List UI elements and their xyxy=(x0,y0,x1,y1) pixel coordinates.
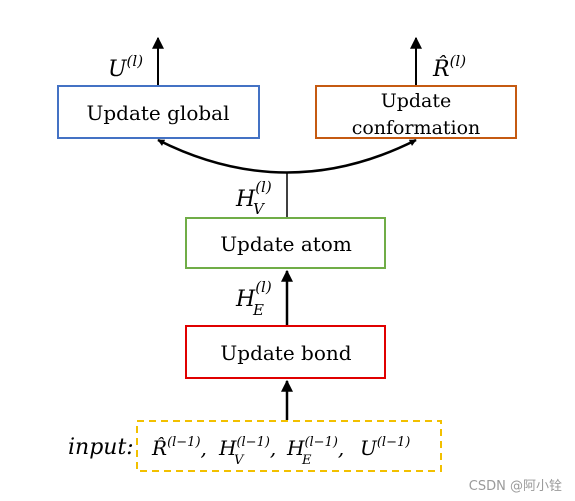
input-term-hv: H(l−1), xyxy=(218,435,276,460)
label-conformation-output: R̂(l) xyxy=(432,52,466,82)
label-global-output: U(l) xyxy=(108,52,143,82)
input-term-hv-sub: V xyxy=(234,453,245,468)
box-input xyxy=(136,420,442,472)
input-term-he: H(l−1), xyxy=(286,435,344,460)
box-update-atom-label: Update atom xyxy=(220,232,352,256)
label-he: H(l) xyxy=(235,278,272,312)
box-update-conformation-label-2: conformation xyxy=(352,117,481,139)
label-hv: H(l) xyxy=(235,178,272,212)
box-update-bond-label: Update bond xyxy=(220,341,351,365)
box-update-global xyxy=(57,85,260,139)
input-label: input: xyxy=(68,435,134,460)
input-term-r: R̂(l−1), xyxy=(151,435,207,460)
box-update-atom xyxy=(185,217,386,269)
split-arrow xyxy=(157,138,417,174)
label-hv-sub: V xyxy=(253,200,266,218)
box-update-conformation xyxy=(315,85,517,139)
box-update-bond xyxy=(185,325,386,379)
box-update-conformation-label-1: Update xyxy=(381,90,452,112)
label-he-sub: E xyxy=(252,301,264,319)
input-term-u: U(l−1) xyxy=(360,435,410,460)
box-update-global-label: Update global xyxy=(87,101,230,125)
input-term-he-sub: E xyxy=(301,453,312,468)
watermark-text: CSDN @阿小铨 xyxy=(469,479,562,494)
